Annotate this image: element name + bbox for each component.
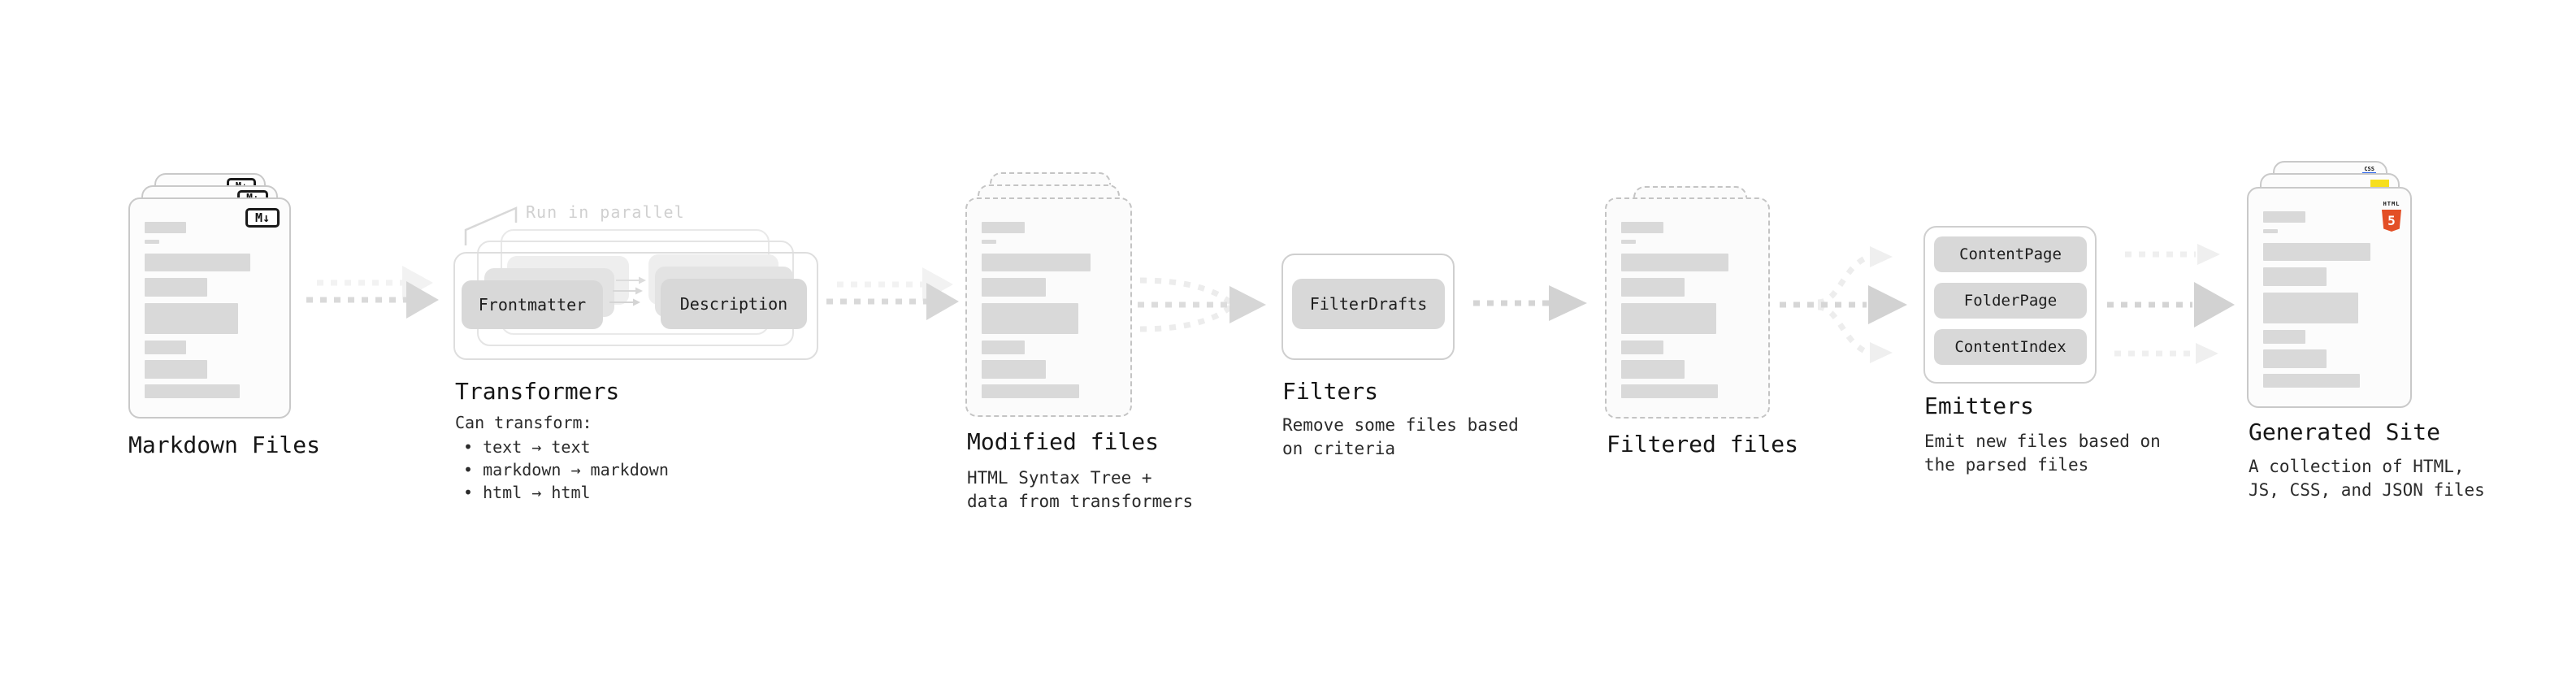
text-line-bar <box>982 340 1025 354</box>
bullet-item: • text → text <box>463 437 591 457</box>
description-pill: Description <box>661 279 807 329</box>
text-line-bar <box>982 240 997 244</box>
flow-arrows-emitters-to-site <box>2107 244 2235 364</box>
text-line-bar <box>1621 303 1717 334</box>
generated-site-title: Generated Site <box>2249 419 2441 445</box>
text-line-bar <box>982 278 1047 297</box>
text-line-bar <box>1621 384 1718 398</box>
parallel-callout-line <box>464 206 518 245</box>
text-line-bar <box>2263 330 2306 344</box>
file-card-front: M↓ <box>128 197 291 419</box>
text-line-bar <box>1621 254 1729 271</box>
bullet-item: • html → html <box>463 483 591 502</box>
file-card-front <box>1605 197 1770 419</box>
flow-arrow-markdown-to-transformers <box>306 266 439 319</box>
markdown-icon: M↓ <box>245 208 280 228</box>
bullet-item: • markdown → markdown <box>463 460 669 479</box>
filters-title: Filters <box>1282 378 1379 405</box>
generated-site-subtitle: A collection of HTML, JS, CSS, and JSON … <box>2249 457 2485 500</box>
text-line-bar <box>145 278 207 297</box>
transformers-subtitle: Can transform: <box>455 413 592 432</box>
html5-icon: HTML 5 <box>2380 193 2403 232</box>
file-card-front <box>965 197 1132 417</box>
text-line-bar <box>982 254 1091 271</box>
emitters-title: Emitters <box>1924 393 2034 419</box>
text-line-bar <box>145 340 187 354</box>
pill-to-pill-arrows <box>609 276 646 306</box>
flow-arrow-fanout-to-emitters <box>1780 246 1907 363</box>
text-line-bar <box>2263 211 2306 223</box>
filtered-files-title: Filtered files <box>1607 431 1799 458</box>
html5-wordmark: HTML <box>2383 201 2400 207</box>
text-line-bar <box>2263 243 2371 261</box>
text-line-bar <box>2263 229 2278 233</box>
flow-arrow-merge-to-filters <box>1138 277 1266 332</box>
js-icon <box>2370 180 2389 189</box>
frontmatter-pill: Frontmatter <box>462 280 603 329</box>
text-line-bar <box>145 360 207 379</box>
text-lines <box>982 222 1116 398</box>
text-line-bar <box>982 303 1078 334</box>
text-lines <box>2263 211 2396 388</box>
text-line-bar <box>982 222 1025 233</box>
file-card-front: HTML 5 <box>2247 187 2412 408</box>
text-line-bar <box>145 240 159 244</box>
folderpage-pill: FolderPage <box>1934 283 2087 319</box>
transformers-title: Transformers <box>455 378 620 405</box>
transformers-bullet-list: • text → text • markdown → markdown • ht… <box>455 436 669 504</box>
text-line-bar <box>145 222 187 233</box>
modified-files-subtitle: HTML Syntax Tree + data from transformer… <box>967 468 1194 511</box>
text-line-bar <box>2263 374 2360 388</box>
text-line-bar <box>2263 267 2327 286</box>
text-line-bar <box>1621 278 1685 297</box>
emitters-subtitle: Emit new files based on the parsed files <box>1924 432 2161 475</box>
filters-subtitle: Remove some files based on criteria <box>1282 415 1519 458</box>
text-line-bar <box>1621 360 1685 379</box>
flow-arrow-transformers-to-modified <box>826 267 959 320</box>
text-line-bar <box>1621 240 1636 244</box>
text-line-bar <box>1621 222 1664 233</box>
contentpage-pill: ContentPage <box>1934 236 2087 272</box>
transformer-layer-front <box>453 252 818 360</box>
text-lines <box>145 222 275 398</box>
run-in-parallel-label: Run in parallel <box>526 202 685 222</box>
html5-shield: 5 <box>2382 210 2401 232</box>
text-line-bar <box>145 303 239 334</box>
text-line-bar <box>1621 340 1664 354</box>
text-line-bar <box>982 384 1080 398</box>
markdown-files-title: Markdown Files <box>128 432 321 458</box>
text-line-bar <box>2263 349 2327 368</box>
flow-arrow-filters-to-filtered <box>1473 285 1587 321</box>
text-line-bar <box>145 384 240 398</box>
modified-files-title: Modified files <box>967 428 1160 455</box>
filterdrafts-pill: FilterDrafts <box>1292 279 1445 329</box>
contentindex-pill: ContentIndex <box>1934 329 2087 365</box>
text-line-bar <box>145 254 250 271</box>
text-line-bar <box>2263 293 2359 323</box>
text-line-bar <box>982 360 1047 379</box>
text-lines <box>1621 222 1754 398</box>
